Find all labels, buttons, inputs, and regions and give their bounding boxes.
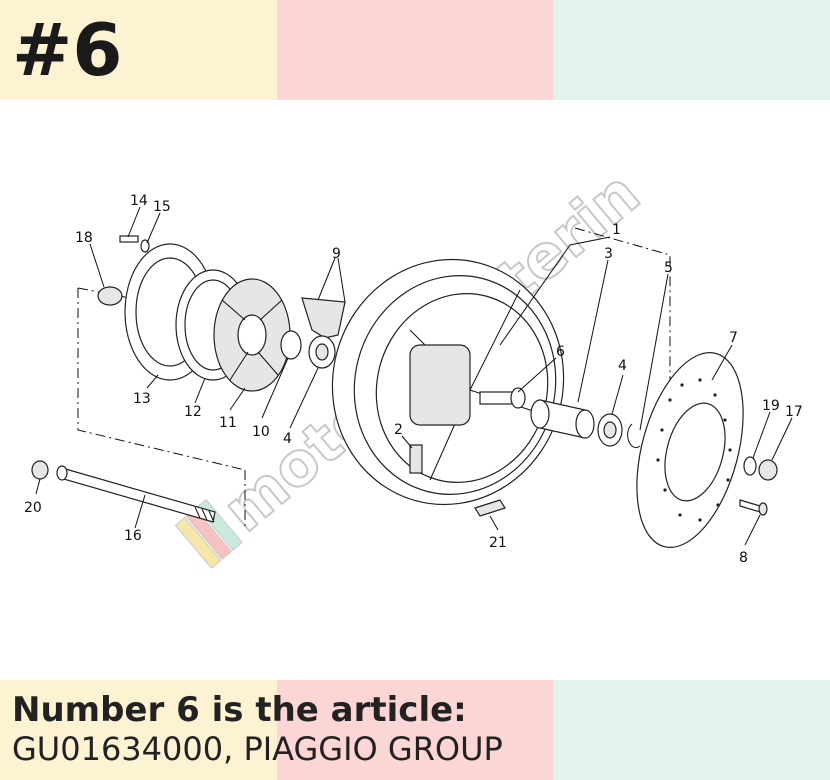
- item-number-badge: #6: [12, 8, 123, 92]
- callout-4a: 4: [283, 431, 292, 447]
- part-14-bolt: [119, 235, 139, 243]
- header-band: [0, 0, 830, 100]
- part-17-nut: [758, 459, 778, 481]
- part-10-o-ring: [280, 330, 302, 360]
- exploded-parts-diagram: motorscooterin: [24, 157, 803, 569]
- callout-3: 3: [604, 246, 613, 262]
- callout-5: 5: [664, 260, 673, 276]
- footer-band-mint: [553, 680, 830, 780]
- callout-10: 10: [252, 424, 270, 440]
- part-4-bearing-right: [597, 413, 623, 447]
- callout-4b: 4: [618, 358, 627, 374]
- footer-band-yellow: [0, 680, 277, 780]
- callout-6: 6: [556, 344, 565, 360]
- callout-labels: 1 2 3 4 4 5 6 7 8 9 10 11 12 13 14 15 16…: [24, 193, 803, 566]
- callout-12: 12: [184, 404, 202, 420]
- callout-2: 2: [394, 422, 403, 438]
- header-band-pink: [277, 0, 553, 100]
- callout-8: 8: [739, 550, 748, 566]
- callout-15: 15: [153, 199, 171, 215]
- part-3-spacer: [530, 399, 595, 439]
- part-19-washer: [743, 456, 757, 476]
- callout-20: 20: [24, 500, 42, 516]
- callout-13: 13: [133, 391, 151, 407]
- part-7-brake-disc: [636, 352, 744, 548]
- footer-band-pink: [277, 680, 553, 780]
- part-16-wheel-axle: [56, 465, 216, 523]
- part-9-dust-cover: [301, 297, 346, 339]
- part-8-disc-bolt: [739, 499, 768, 516]
- part-21-balance-weight: [474, 499, 506, 517]
- part-18-spacer: [97, 286, 123, 306]
- article-caption-heading: Number 6 is the article:: [12, 690, 467, 730]
- part-5-circlip: [627, 423, 641, 449]
- part-2-valve: [409, 444, 423, 474]
- header-band-mint: [553, 0, 830, 100]
- callout-19: 19: [762, 398, 780, 414]
- callout-17: 17: [785, 404, 803, 420]
- callout-9: 9: [332, 246, 341, 262]
- leader-lines: [35, 206, 793, 546]
- callout-18: 18: [75, 230, 93, 246]
- part-4-bearing-left: [308, 335, 336, 369]
- callout-1: 1: [612, 222, 621, 238]
- callout-7: 7: [729, 330, 738, 346]
- callout-14: 14: [130, 193, 148, 209]
- article-code-and-brand: GU01634000, PIAGGIO GROUP: [12, 730, 503, 768]
- callout-11: 11: [219, 415, 237, 431]
- footer-band: [0, 680, 830, 780]
- part-6-axle-sleeve: [479, 387, 526, 409]
- part-20-axle-nut: [31, 460, 49, 480]
- part-11-drive-flange: [213, 278, 291, 392]
- callout-21: 21: [489, 535, 507, 551]
- callout-16: 16: [124, 528, 142, 544]
- header-band-yellow: [0, 0, 277, 100]
